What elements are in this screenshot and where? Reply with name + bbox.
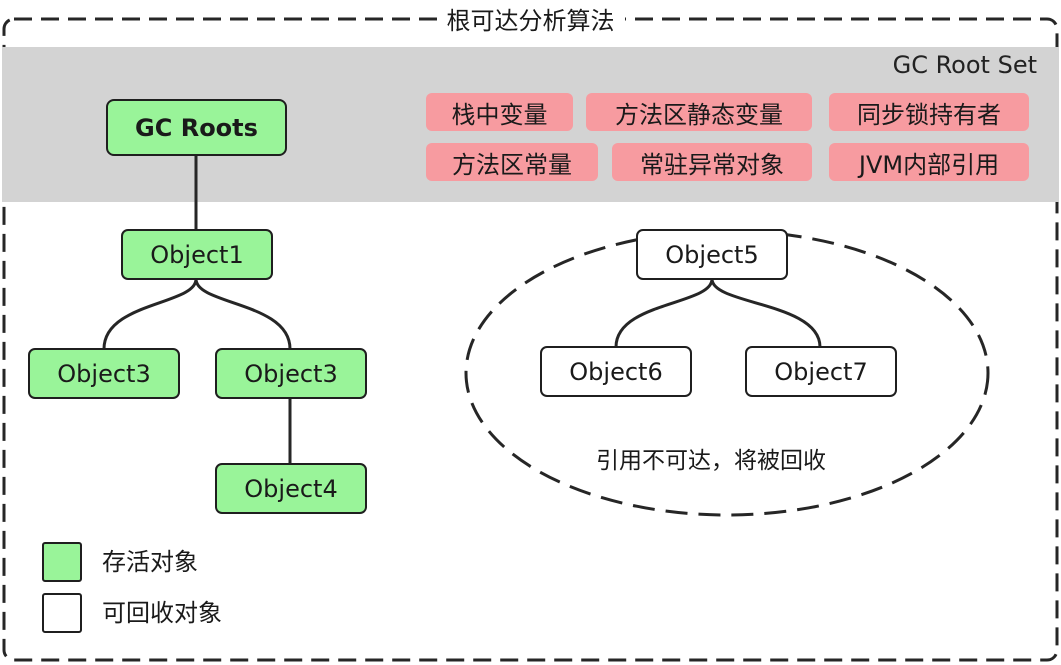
root-type-stack-variable: 栈中变量 [426,93,573,131]
legend-collectable-swatch [42,593,82,633]
legend-live-label: 存活对象 [102,548,198,576]
object1-node: Object1 [121,229,273,280]
edge-object1-object3-right [194,278,292,350]
gc-roots-node: GC Roots [106,99,287,156]
object3-left-node: Object3 [28,348,180,399]
object3-right-node: Object3 [215,348,367,399]
object7-node: Object7 [745,346,897,397]
diagram-title: 根可达分析算法 [0,4,1061,38]
edge-object1-object3-left [102,278,198,350]
object4-node: Object4 [215,463,367,514]
root-type-constant: 方法区常量 [426,143,598,181]
legend-collectable-label: 可回收对象 [102,599,222,627]
object6-node: Object6 [540,346,692,397]
edge-object5-object7 [710,278,822,348]
edge-object5-object6 [614,278,714,348]
root-type-resident-exception: 常驻异常对象 [612,143,812,181]
root-type-jvm-internal-reference: JVM内部引用 [829,143,1029,181]
root-type-static-variable: 方法区静态变量 [586,93,812,131]
root-set-label: GC Root Set [892,51,1037,79]
object5-node: Object5 [636,229,788,280]
unreachable-caption: 引用不可达，将被回收 [596,448,826,474]
legend-live-swatch [42,542,82,582]
root-type-monitor-holder: 同步锁持有者 [829,93,1029,131]
